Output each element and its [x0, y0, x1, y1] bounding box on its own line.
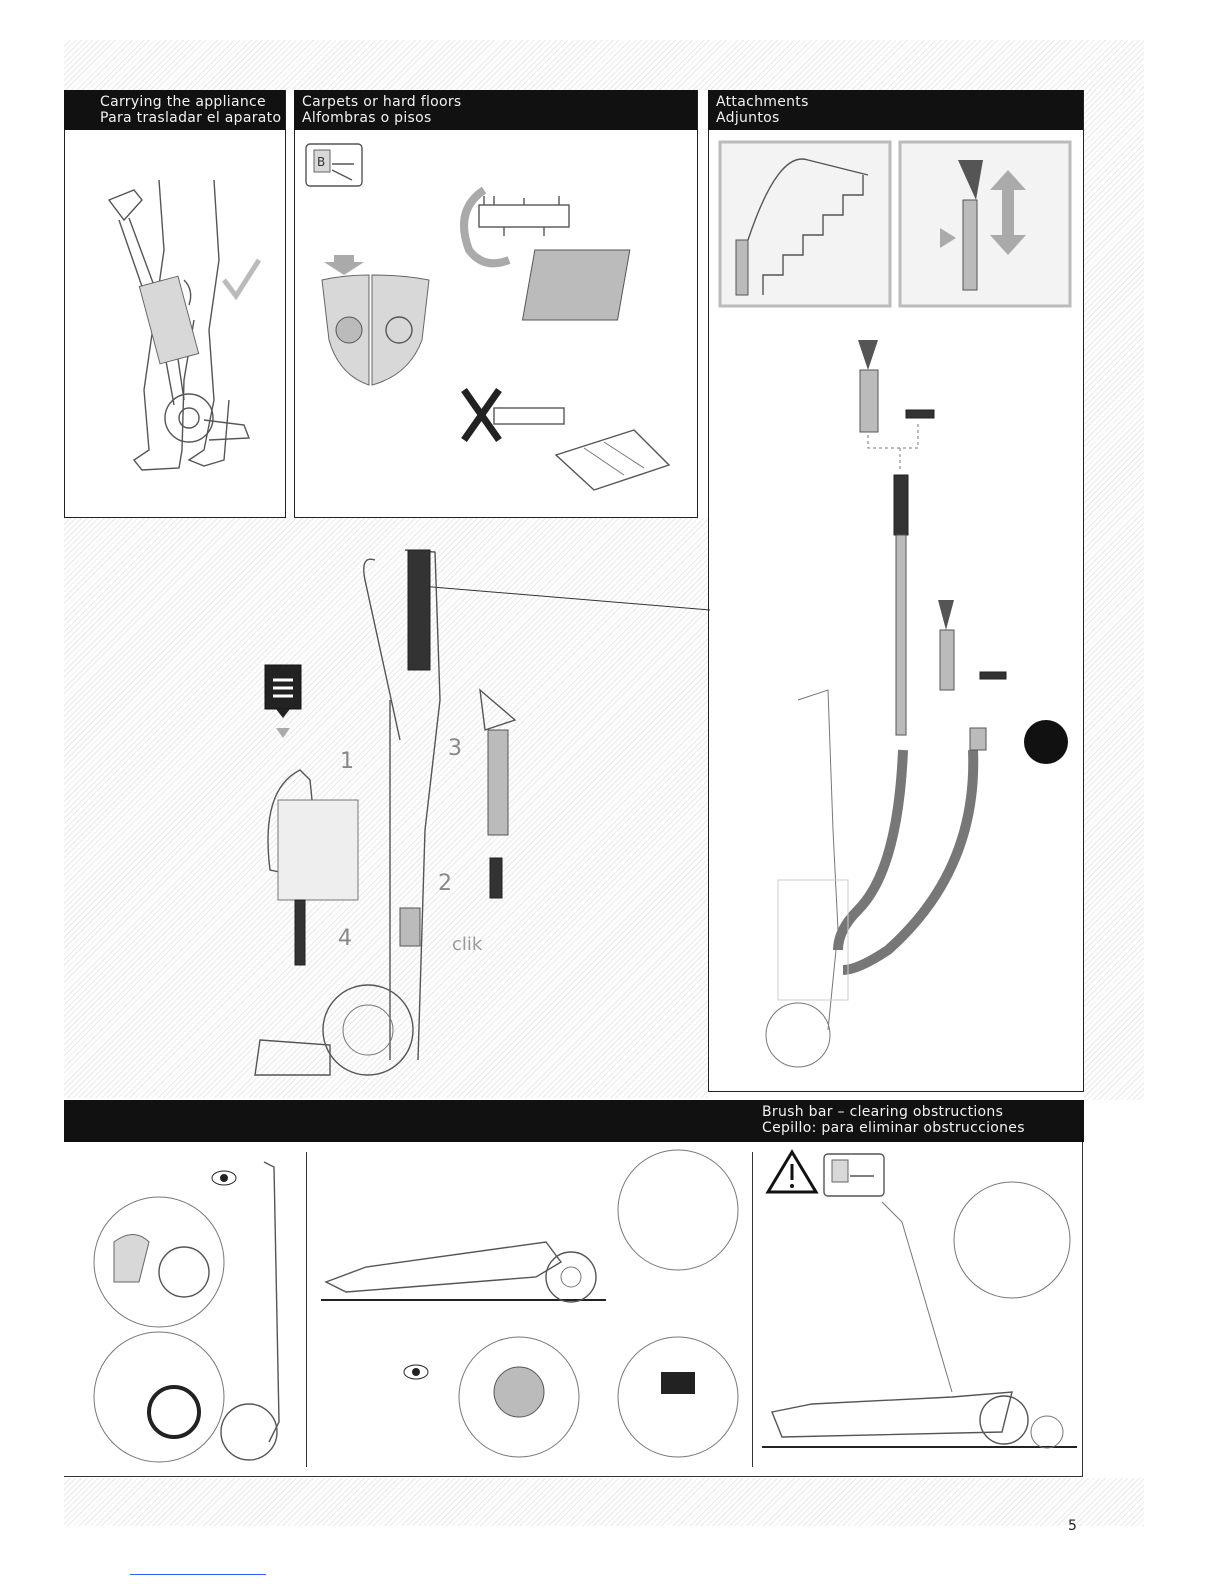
attachments-title-en: Attachments — [716, 94, 1075, 110]
carrying-title-es: Para trasladar el aparato — [100, 110, 277, 126]
eye-icon — [212, 1171, 236, 1185]
warning-icon — [768, 1152, 816, 1192]
brushbar-header: Brush bar – clearing obstructions Cepill… — [64, 1100, 1084, 1142]
floors-illustration: B — [294, 130, 696, 516]
step-2-label: 2 — [438, 871, 452, 896]
step-1-label: 1 — [340, 749, 354, 774]
top-background — [64, 40, 1144, 90]
unplug-icon: B — [306, 144, 362, 186]
right-background — [1084, 90, 1144, 1100]
brushbar-step2-illustration — [306, 1142, 752, 1476]
down-arrow-icon — [324, 255, 364, 275]
brushbar-bottom-border — [64, 1476, 1083, 1477]
brushbar-step1-illustration — [64, 1142, 306, 1476]
brushbar-step3-illustration — [752, 1142, 1082, 1476]
step-3-label: 3 — [448, 736, 462, 761]
vacuum-attachments-illustration: 1 3 2 4 clik — [240, 540, 700, 1090]
carrying-header: Carrying the appliance Para trasladar el… — [64, 90, 285, 130]
carrying-title-en: Carrying the appliance — [100, 94, 277, 110]
step-4-label: 4 — [338, 926, 352, 951]
page-number: 5 — [1068, 1518, 1077, 1534]
eye-icon — [404, 1365, 428, 1379]
brushbar-right-border — [1082, 1142, 1083, 1476]
floors-header: Carpets or hard floors Alfombras o pisos — [294, 90, 697, 130]
bottom-background — [64, 1478, 1144, 1526]
floors-title-es: Alfombras o pisos — [302, 110, 689, 126]
attachments-illustration — [708, 130, 1082, 1090]
blue-rule — [130, 1574, 266, 1575]
unplug-icon — [824, 1154, 884, 1196]
clik-label: clik — [452, 934, 483, 955]
brushbar-title-es: Cepillo: para eliminar obstrucciones — [762, 1120, 1076, 1136]
plug-letter: B — [317, 155, 325, 169]
floors-title-en: Carpets or hard floors — [302, 94, 689, 110]
brushbar-title-en: Brush bar – clearing obstructions — [762, 1104, 1076, 1120]
attachments-header: Attachments Adjuntos — [708, 90, 1083, 130]
attachments-title-es: Adjuntos — [716, 110, 1075, 126]
checkmark-icon — [224, 260, 259, 296]
carrying-illustration — [64, 130, 284, 516]
